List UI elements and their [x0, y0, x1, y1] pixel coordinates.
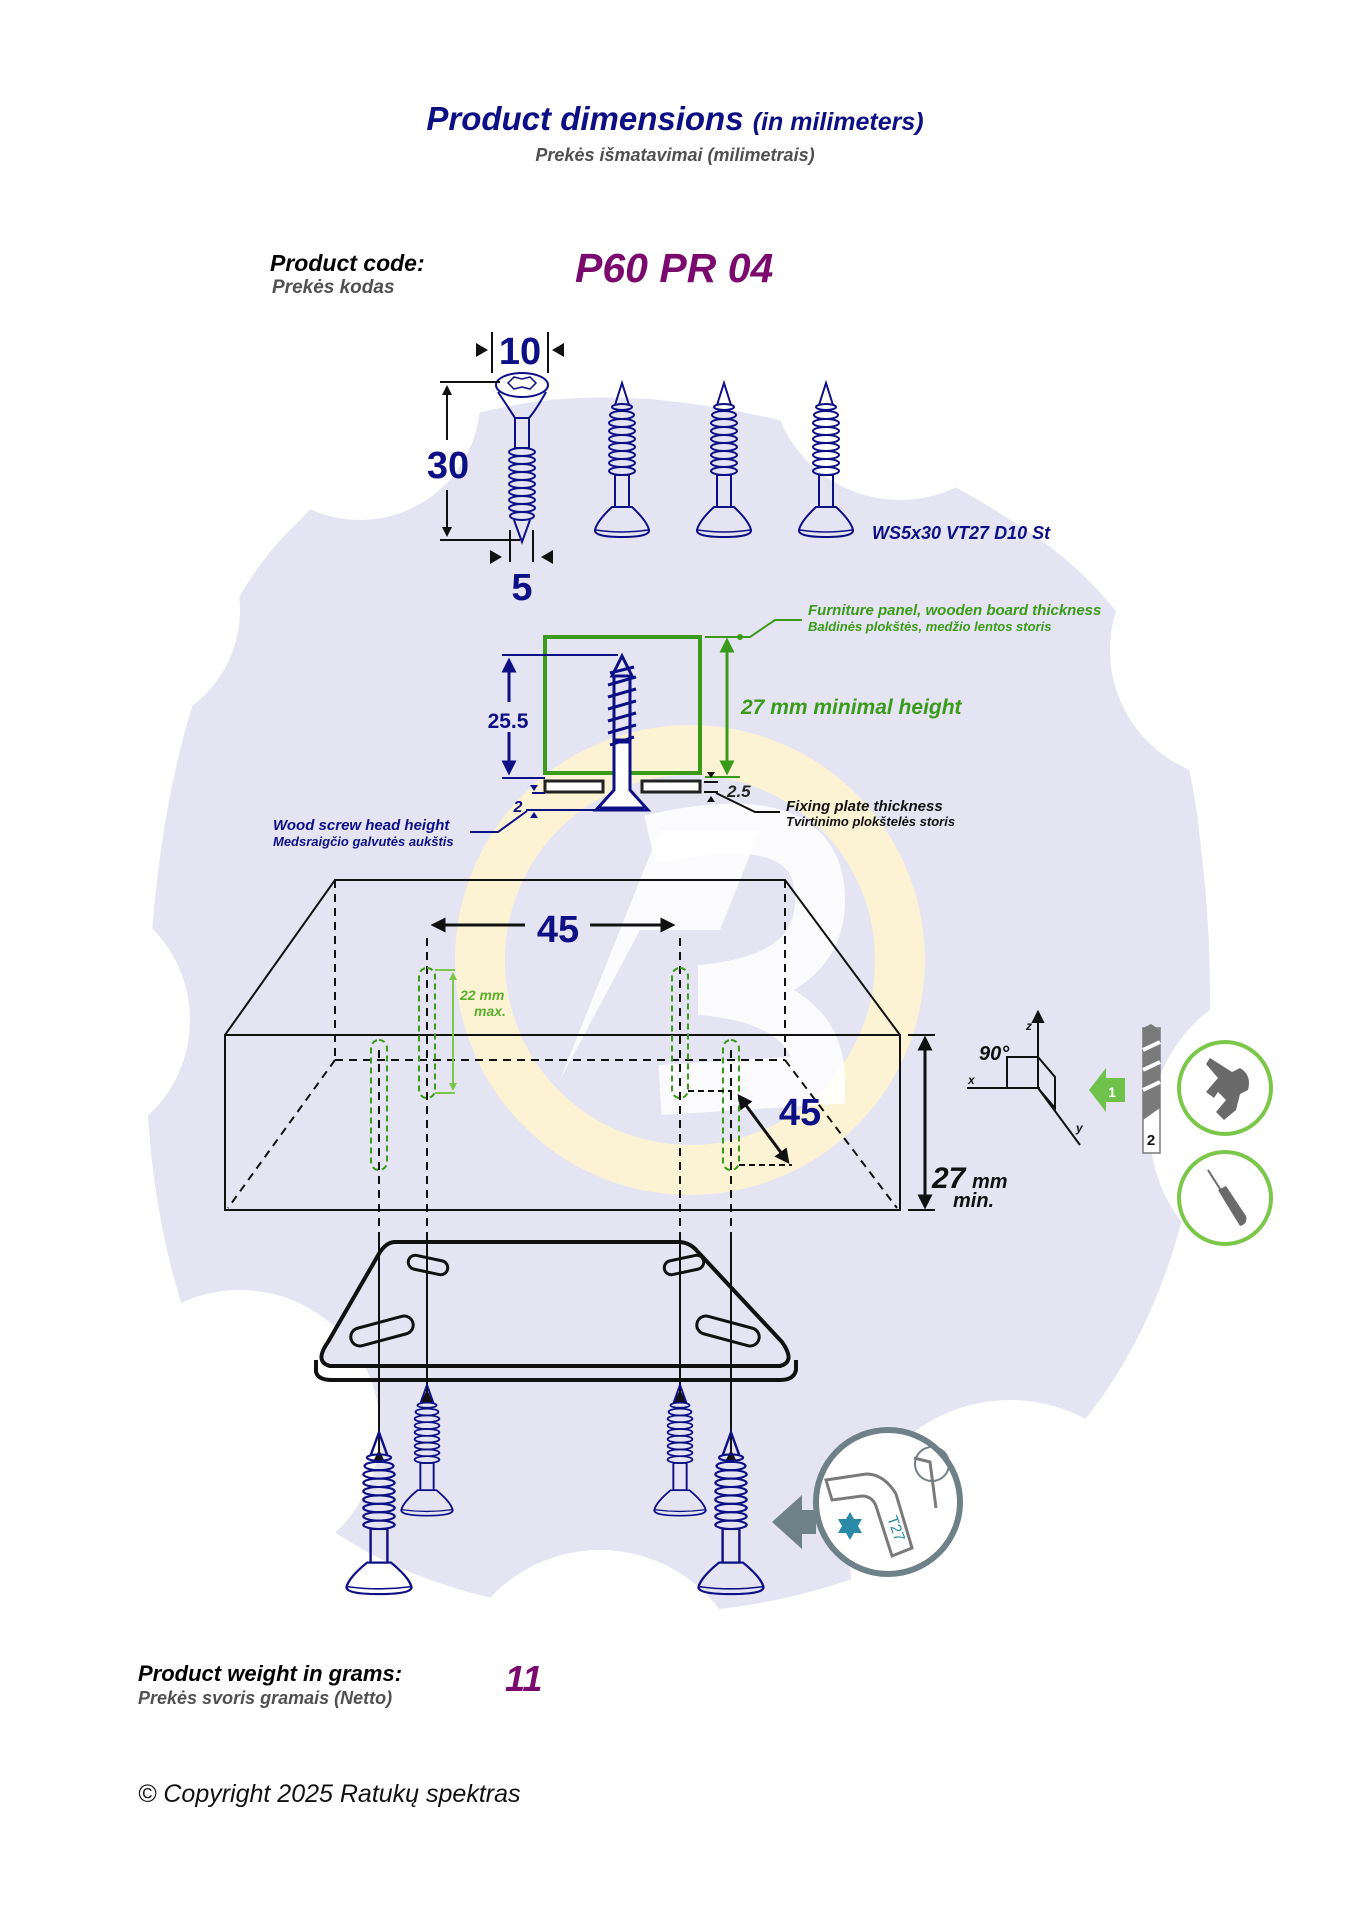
- screw-icon: [400, 1383, 454, 1517]
- dim-shank-diameter: 5: [511, 567, 532, 609]
- head-label-lt: Medsraigčio galvutės aukštis: [273, 834, 454, 849]
- screw-spec: WS5x30 VT27 D10 St: [872, 523, 1051, 543]
- title-text: Product dimensions: [426, 100, 744, 137]
- screw-icon: [797, 382, 855, 538]
- dim-board-thickness: 27: [931, 1162, 967, 1195]
- dim-hole-spacing-x: 45: [537, 909, 579, 951]
- dim-screw-depth: 25.5: [488, 710, 529, 733]
- product-code-label: Product code:: [270, 250, 425, 276]
- awl-icon: [1177, 1150, 1273, 1246]
- dim-board-thickness-note: min.: [953, 1190, 994, 1212]
- dim-screw-length: 30: [427, 445, 469, 487]
- axis-x-label: x: [967, 1073, 976, 1087]
- panel-label: Furniture panel, wooden board thickness: [808, 602, 1101, 619]
- axis-z-label: z: [1025, 1019, 1032, 1033]
- head-label: Wood screw head height: [273, 817, 450, 834]
- page-title: Product dimensions (in milimeters): [0, 100, 1350, 138]
- guide-lines: [372, 1240, 738, 1463]
- plate-label-lt: Tvirtinimo plokštelės storis: [786, 814, 955, 829]
- screw-icon: [593, 382, 651, 538]
- dim-board-thickness-unit: mm: [972, 1171, 1008, 1193]
- screw-icon: [695, 382, 753, 538]
- dim-hole-spacing-y: 45: [779, 1092, 821, 1134]
- dimensioned-screw: [440, 332, 564, 564]
- drill-icon: [1177, 1040, 1273, 1136]
- drill-bit-icon: [1142, 1024, 1161, 1154]
- title-unit: (in milimeters): [752, 108, 924, 136]
- screw-icon: [653, 1383, 707, 1517]
- weight-value: 11: [505, 1658, 543, 1699]
- wooden-board: [224, 879, 935, 1240]
- weight-label-lt: Prekės svoris gramais (Netto): [138, 1688, 393, 1708]
- bottom-screws: [345, 1383, 765, 1596]
- torx-key-icon: [772, 1427, 963, 1577]
- drill-bit-size: 2: [1147, 1132, 1155, 1149]
- drill-depth-note: max.: [474, 1003, 506, 1019]
- dim-head-diameter: 10: [499, 331, 541, 373]
- product-code-label-lt: Prekės kodas: [272, 277, 395, 298]
- product-code-value: P60 PR 04: [575, 245, 774, 291]
- angle-label: 90°: [979, 1043, 1010, 1065]
- min-height-label: 27 mm minimal height: [740, 696, 963, 719]
- page-subtitle: Prekės išmatavimai (milimetrais): [535, 145, 815, 165]
- panel-label-lt: Baldinės plokštės, medžio lentos storis: [808, 619, 1051, 634]
- step-arrow-icon: [1089, 1068, 1125, 1112]
- plate-label: Fixing plate thickness: [786, 798, 943, 815]
- axis-y-label: y: [1075, 1121, 1084, 1135]
- fixing-plate: [314, 1240, 798, 1382]
- copyright: © Copyright 2025 Ratukų spektras: [138, 1780, 521, 1808]
- cross-section: [470, 619, 802, 833]
- step-number: 1: [1108, 1084, 1116, 1100]
- dim-head-height: 2: [513, 799, 523, 816]
- dim-plate-thickness: 2.5: [726, 782, 751, 801]
- weight-label: Product weight in grams:: [138, 1661, 403, 1686]
- drill-depth: 22 mm: [459, 987, 504, 1003]
- perpendicular-axis-icon: [967, 1009, 1081, 1146]
